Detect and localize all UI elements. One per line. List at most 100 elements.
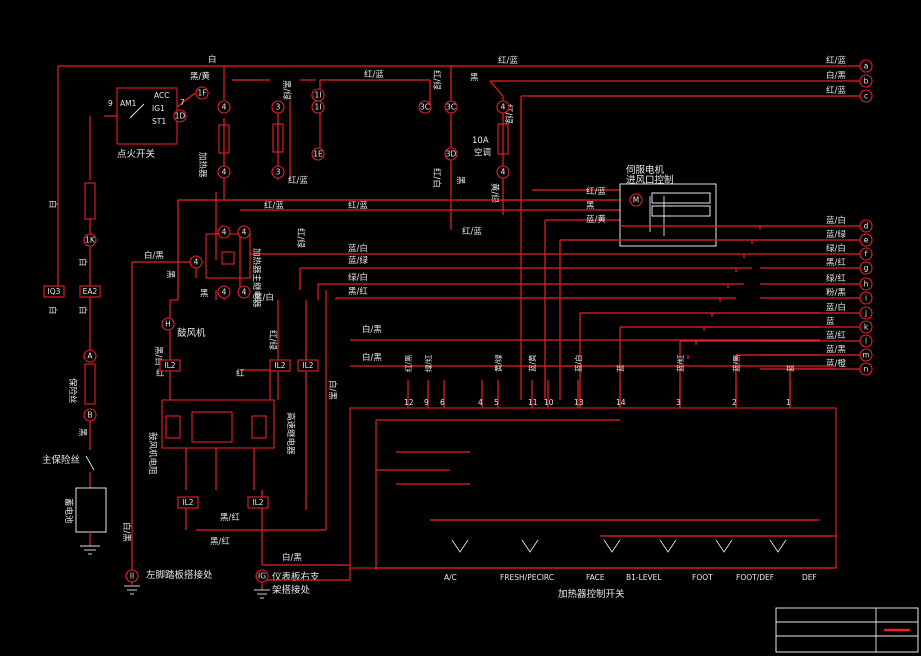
terminal: 1I: [311, 100, 325, 114]
switch-pin-number: 2: [732, 398, 737, 407]
svg-text:白/黑: 白/黑: [327, 380, 338, 400]
svg-text:红/绿: 红/绿: [267, 330, 278, 350]
switch-pin-number: 1: [786, 398, 791, 407]
ground-panel-caption-1: 仪表板右支: [272, 571, 320, 583]
svg-text:黑: 黑: [455, 176, 465, 185]
terminal-label: 1F: [197, 89, 206, 98]
svg-text:红/绿: 红/绿: [503, 104, 514, 124]
svg-text:蓝/白: 蓝/白: [348, 243, 368, 254]
terminal: 4: [237, 225, 251, 239]
left-feeds: [131, 261, 197, 570]
terminal: 3C: [418, 100, 432, 114]
switch-pin-number: 11: [528, 398, 538, 407]
connector-id: j: [864, 309, 867, 318]
connector-box: IQ3: [43, 285, 65, 298]
connector-id: l: [865, 337, 867, 346]
wire-label: 黑/黄: [190, 71, 210, 82]
svg-text:黑/白: 黑/白: [153, 346, 164, 366]
svg-text:黑/绿: 黑/绿: [281, 80, 292, 100]
terminal: B: [83, 408, 97, 422]
terminal-label: 4: [242, 288, 247, 297]
terminal: 1F: [195, 86, 209, 100]
terminal: 4: [496, 165, 510, 179]
svg-text:红/蓝: 红/蓝: [348, 200, 368, 211]
connector-m: m蓝/黑: [760, 344, 873, 362]
hi-relay-caption: 高速继电器: [285, 412, 296, 455]
switch-pin-wire: 红/黑: [403, 354, 413, 372]
wire-label: 红/蓝: [498, 55, 518, 66]
switch-pin-3: 3蓝/红: [675, 354, 685, 408]
svg-text:黄/绿: 黄/绿: [489, 183, 500, 203]
connector-box: IL2: [247, 496, 269, 509]
switch-pin-number: 4: [478, 398, 483, 407]
wire-label: 红/蓝: [364, 69, 384, 80]
terminal: 1I: [311, 88, 325, 102]
wire-label: 黑: [470, 73, 479, 83]
switch-pin-number: 5: [494, 398, 499, 407]
connector-id: k: [864, 323, 869, 332]
connector-wire: 绿/红: [826, 273, 846, 284]
connector-b: b白/黑: [826, 70, 873, 88]
svg-text:白/黑: 白/黑: [144, 250, 164, 261]
switch-mode: DEF: [802, 573, 817, 582]
svg-text:蓝/绿: 蓝/绿: [348, 255, 368, 266]
terminal: 1D: [173, 109, 187, 123]
switch-pin-number: 3: [676, 398, 681, 407]
battery-chain: [75, 116, 107, 555]
switch-pin-number: 6: [440, 398, 445, 407]
connector-wire: 蓝/黑: [826, 344, 846, 355]
connector-i: i粉/黑: [760, 287, 873, 305]
switch-pin-number: 9: [424, 398, 429, 407]
switch-mode: FOOT: [692, 573, 713, 582]
switch-pin-wire: 绿/红: [423, 354, 433, 372]
terminal: 4: [217, 225, 231, 239]
switch-pin-13: 13蓝/白: [573, 354, 584, 408]
svg-text:AM1: AM1: [120, 99, 137, 108]
terminal-label: 4: [501, 103, 506, 112]
connector-box-label: IL2: [164, 361, 175, 370]
svg-text:白: 白: [47, 306, 58, 315]
ignition-switch: ACC IG1 ST1 AM1 点火开关: [104, 87, 196, 160]
switch-pin-6: 6: [440, 380, 445, 408]
connector-wire: 白/黑: [826, 70, 846, 81]
terminal-label: 4: [222, 228, 227, 237]
switch-pin-wire: 蓝/黄: [527, 354, 537, 372]
svg-text:红/白: 红/白: [431, 168, 442, 188]
connector-f: f绿/白: [760, 243, 873, 261]
ground-panel-caption-2: 架搭接处: [272, 584, 311, 596]
terminal: H: [161, 317, 175, 331]
terminal-label: 4: [194, 258, 199, 267]
servo-caption-2: 进风口控制: [626, 174, 674, 186]
switch-mode: FRESH/PECIRC: [500, 573, 554, 582]
servo-caption-1: 伺服电机: [626, 164, 665, 176]
switch-pin-5: 5黄/绿: [493, 354, 503, 408]
connector-l: l蓝/红: [760, 330, 873, 348]
main-relay-caption: 加热器主继电器: [251, 248, 262, 308]
connector-k: k蓝: [760, 316, 873, 334]
terminal-label: 4: [242, 228, 247, 237]
connector-box-label: IQ3: [48, 287, 61, 296]
terminal: 4: [217, 285, 231, 299]
right-connector-list: a红/蓝b白/黑c红/蓝d蓝/白e蓝/绿f绿/白g黑/红h绿/红i粉/黑j蓝/白…: [760, 55, 873, 376]
switch-internals: [375, 419, 836, 570]
terminal-label: 4: [501, 168, 506, 177]
svg-text:白/黑: 白/黑: [282, 552, 302, 563]
connector-id: n: [864, 365, 869, 374]
servo-motor-label: M: [633, 196, 639, 205]
connector-wire: 蓝: [826, 316, 835, 327]
switch-pin-2: 2蓝/黑: [731, 354, 741, 408]
terminal: 3C: [444, 100, 458, 114]
terminal-label: 4: [222, 168, 227, 177]
ground-terminal: II: [125, 569, 139, 583]
main-fuse-caption: 主保险丝: [42, 454, 80, 466]
switch-pin-number: 12: [404, 398, 414, 407]
terminal-label: H: [165, 320, 171, 329]
ground-left-caption: 左脚踏板搭接处: [146, 569, 213, 581]
connector-g: g黑/红: [760, 257, 873, 275]
connector-wire: 绿/白: [826, 243, 846, 254]
switch-pin-14: 14蓝: [615, 364, 626, 408]
terminal-label: 3D: [446, 150, 457, 159]
terminal-label: B: [87, 411, 92, 420]
ground-terminal-label: IG: [258, 572, 266, 581]
top-bus-wires: [57, 65, 868, 290]
